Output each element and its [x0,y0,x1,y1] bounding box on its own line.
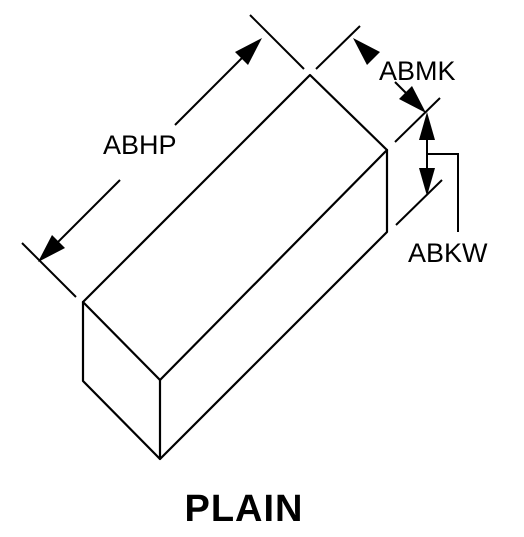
thickness-arrowhead-right [399,86,426,113]
thickness-label: ABMK [379,56,456,86]
length-dimension [21,14,305,298]
width-extension-line-bottom [395,179,443,226]
width-arrowhead-top [419,112,435,140]
thickness-extension-line-left [315,25,361,70]
length-extension-line-bottom [21,242,77,298]
width-arrowhead-bottom [419,168,435,196]
diagram-title: PLAIN [185,488,304,530]
block [81,73,389,461]
width-label: ABKW [408,238,488,268]
thickness-extension-line-right [394,97,441,143]
thickness-dimension [315,25,441,143]
length-arrowhead-top [235,38,262,65]
thickness-arrowhead-left [353,38,380,65]
block-top-face [81,73,389,382]
width-leader-line [427,153,459,232]
length-extension-line-top [249,14,305,70]
length-label: ABHP [103,130,177,160]
length-arrowhead-bottom [38,235,65,262]
block-side-face [158,148,389,461]
block-end-face [81,300,162,461]
width-dimension [395,112,459,232]
